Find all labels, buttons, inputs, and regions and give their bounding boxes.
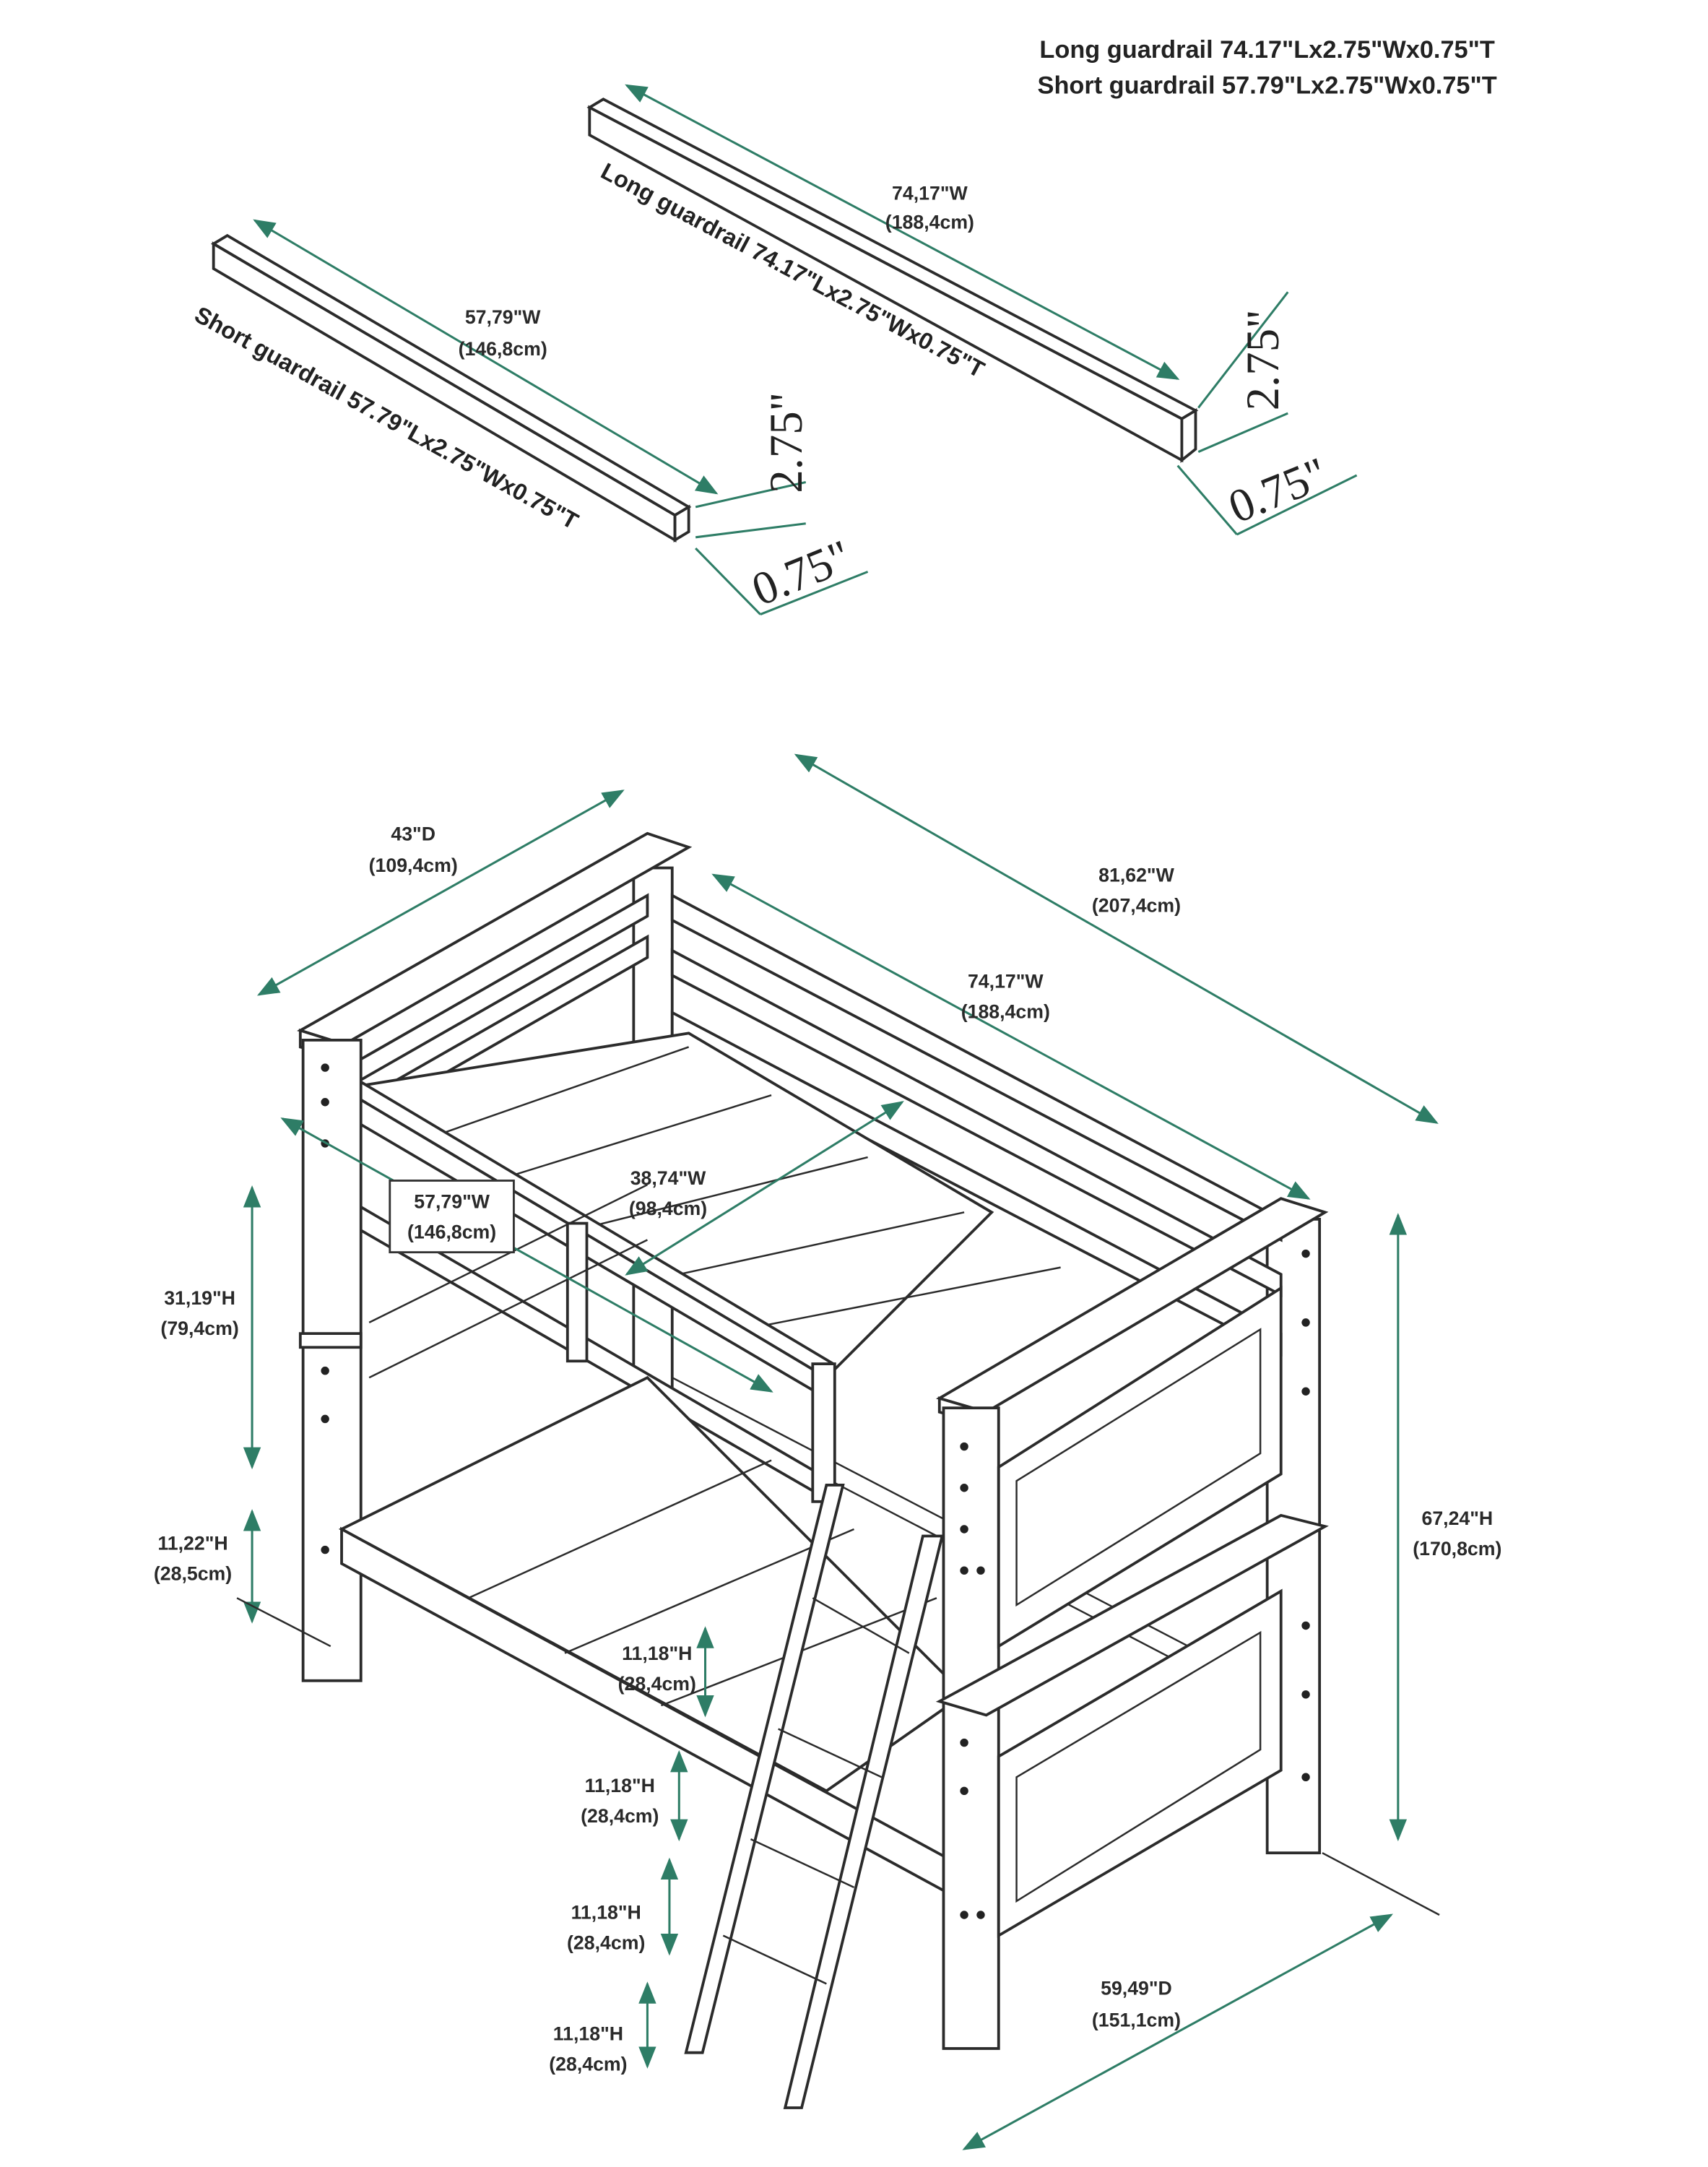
dimension-lines xyxy=(236,753,1440,2150)
ladder-step-2-cm-label: (28,4cm) xyxy=(581,1805,659,1827)
short-rail-cm-label: (146,8cm) xyxy=(407,1221,496,1243)
inner-width-cm-label: (98,4cm) xyxy=(629,1198,707,1219)
ladder-step-2-label: 11,18"H xyxy=(585,1775,655,1796)
short-guardrail: 57,79"W (146,8cm) Short guardrail 57.79"… xyxy=(191,219,869,616)
overall-height-label: 67,24"H xyxy=(1421,1508,1493,1529)
short-guardrail-width: 57,79"W xyxy=(465,306,541,328)
short-guardrail-spec: Short guardrail 57.79"Lx2.75"Wx0.75"T xyxy=(1038,72,1497,100)
long-guardrail-spec: Long guardrail 74.17"Lx2.75"Wx0.75"T xyxy=(1039,36,1494,64)
bunk-bed-frame xyxy=(297,831,1329,2109)
long-guardrail-width: 74,17"W xyxy=(892,183,968,204)
short-rail-label-box xyxy=(389,1180,515,1254)
ladder-step-4-cm-label: (28,4cm) xyxy=(549,2053,627,2075)
inner-width-label: 38,74"W xyxy=(630,1167,706,1189)
bunk-clearance-label: 31,19"H xyxy=(164,1287,235,1309)
short-guardrail-height: 2.75" xyxy=(760,392,812,493)
overall-height-cm-label: (170,8cm) xyxy=(1413,1538,1501,1560)
long-guardrail-thickness: 0.75" xyxy=(1221,447,1335,533)
rail-width-label: 74,17"W xyxy=(968,970,1044,992)
long-guardrail: 74,17"W (188,4cm) Long guardrail 74.17"L… xyxy=(586,84,1358,536)
short-guardrail-width-cm: (146,8cm) xyxy=(459,338,547,360)
overall-width-label: 81,62"W xyxy=(1098,865,1174,886)
front-right-post xyxy=(942,1406,1000,2050)
short-guardrail-thickness: 0.75" xyxy=(745,530,858,616)
floor-clearance-label: 11,22"H xyxy=(157,1533,227,1554)
ladder-depth-label: 59,49"D xyxy=(1101,1978,1172,1999)
overall-width-cm-label: (207,4cm) xyxy=(1092,895,1181,917)
short-rail-label: 57,79"W xyxy=(414,1191,490,1213)
ladder-step-1-label: 11,18"H xyxy=(622,1643,692,1664)
short-guardrail-length-dimension xyxy=(253,219,719,495)
long-guardrail-length-dimension xyxy=(625,84,1180,380)
ladder-depth-cm-label: (151,1cm) xyxy=(1092,2009,1181,2030)
rail-width-cm-label: (188,4cm) xyxy=(961,1000,1050,1022)
bunk-clearance-cm-label: (79,4cm) xyxy=(160,1318,238,1339)
ladder-step-3-label: 11,18"H xyxy=(571,1902,641,1924)
floor-clearance-cm-label: (28,5cm) xyxy=(154,1563,232,1585)
ladder xyxy=(684,1484,944,2109)
bed-depth-cm-label: (109,4cm) xyxy=(369,855,458,876)
long-guardrail-height: 2.75" xyxy=(1237,309,1289,410)
long-guardrail-width-cm: (188,4cm) xyxy=(885,212,974,233)
ladder-step-1-cm-label: (28,4cm) xyxy=(618,1673,696,1695)
ladder-step-3-cm-label: (28,4cm) xyxy=(567,1932,645,1954)
ladder-step-4-label: 11,18"H xyxy=(553,2023,623,2045)
bed-depth-label: 43"D xyxy=(391,823,435,844)
